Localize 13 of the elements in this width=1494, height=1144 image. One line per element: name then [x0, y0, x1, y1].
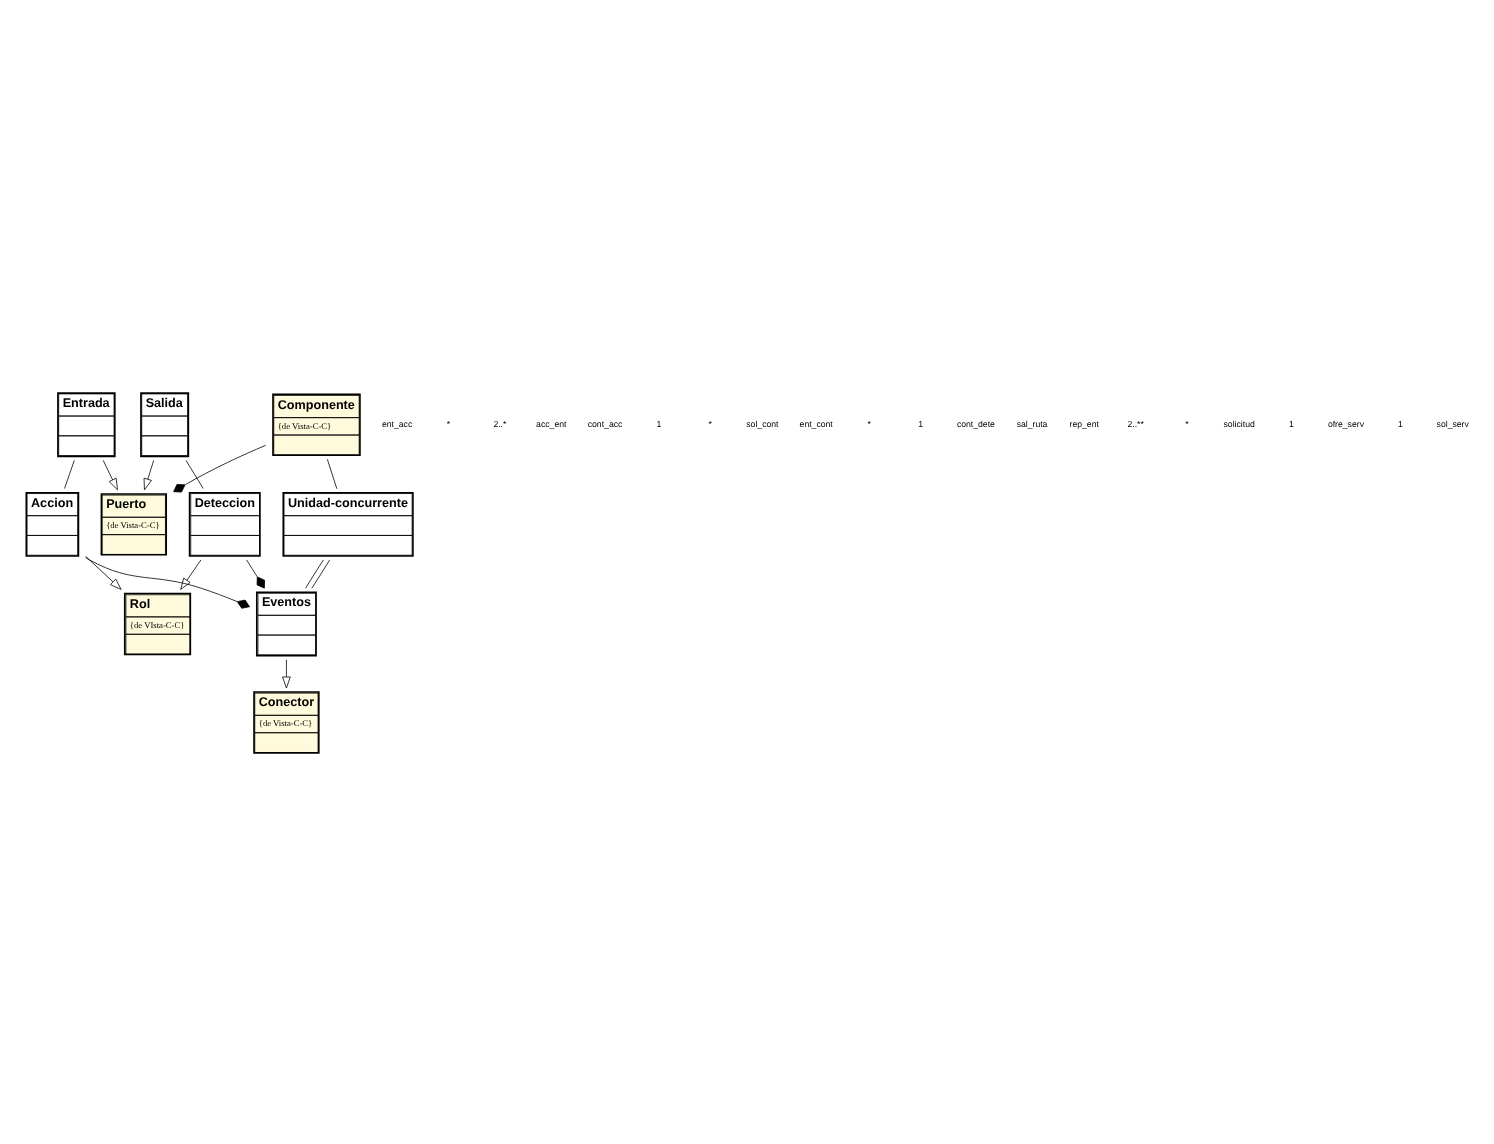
- connector: [326, 457, 338, 489]
- connector: [64, 459, 75, 488]
- connector: [85, 556, 250, 608]
- arrow: [102, 459, 118, 490]
- connector: [305, 558, 324, 588]
- connector: [311, 558, 330, 588]
- arrow: [85, 554, 122, 589]
- arrow: [143, 459, 155, 490]
- arrow: [282, 658, 291, 688]
- connector: [185, 459, 204, 488]
- connector: [173, 443, 267, 492]
- arrow: [180, 558, 202, 589]
- connector: [246, 558, 265, 588]
